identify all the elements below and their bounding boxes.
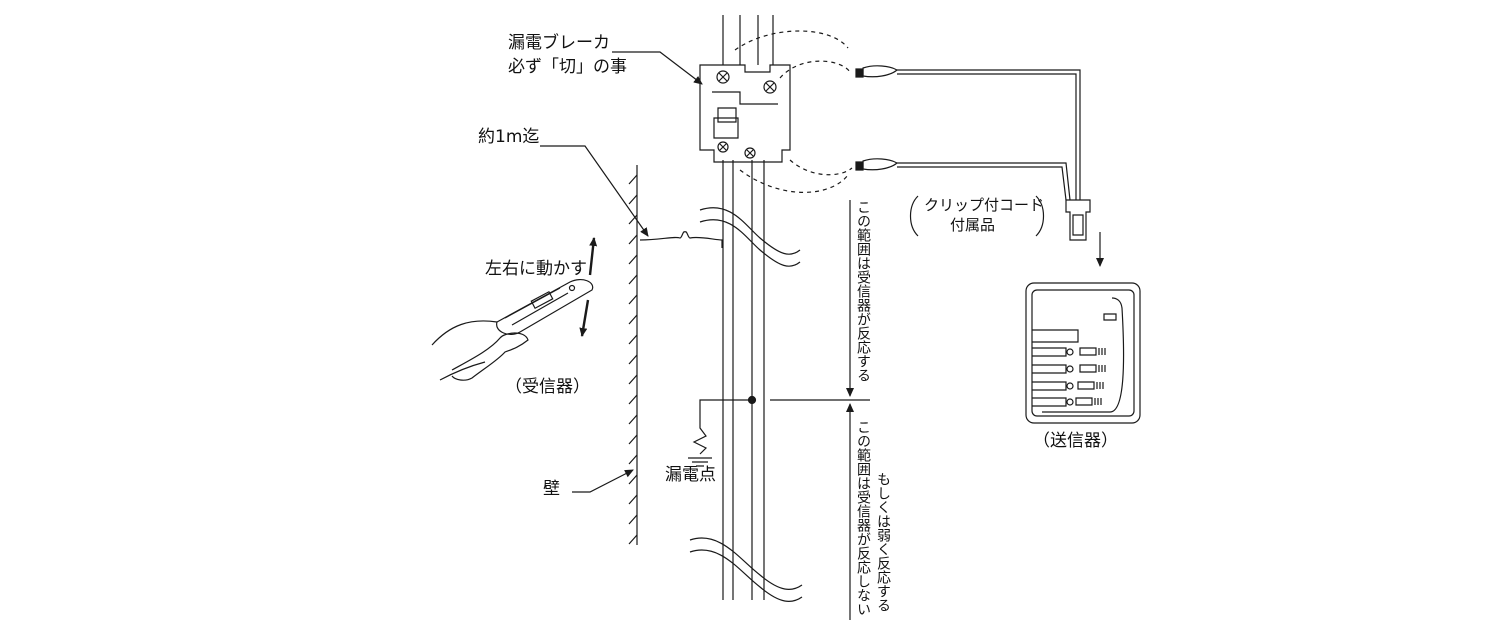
label-receiver: （受信器） bbox=[505, 377, 590, 397]
label-clip-cord-line1: クリップ付コード bbox=[924, 196, 1045, 214]
distance-brace bbox=[640, 232, 722, 248]
label-wall: 壁 bbox=[543, 479, 560, 499]
wall-cutout-upper bbox=[700, 208, 800, 267]
cord-bracket-right bbox=[1036, 196, 1044, 236]
receiver-device bbox=[497, 280, 593, 335]
breaker-box bbox=[700, 65, 790, 162]
label-clip-cord-line2: 付属品 bbox=[950, 216, 996, 234]
label-transmitter: （送信器） bbox=[1033, 431, 1118, 451]
wire-lower bbox=[723, 160, 764, 600]
clip-dashes bbox=[735, 31, 852, 192]
label-range-not-react: この範囲は受信器が反応しない bbox=[855, 420, 871, 616]
leader-breaker bbox=[612, 52, 703, 85]
hand bbox=[432, 321, 528, 380]
label-leak-point: 漏電点 bbox=[665, 465, 716, 485]
transmitter-body bbox=[1026, 283, 1140, 423]
wall bbox=[629, 165, 637, 545]
move-arrows bbox=[579, 237, 598, 337]
label-range-reacts: この範囲は受信器が反応する bbox=[855, 200, 871, 382]
cord-bracket-left bbox=[911, 196, 919, 236]
label-move: 左右に動かす bbox=[485, 259, 587, 279]
label-range-weak: もしくは弱く反応する bbox=[875, 472, 891, 612]
leader-wall bbox=[572, 470, 634, 492]
clip-cord bbox=[856, 66, 1104, 267]
leader-distance bbox=[540, 146, 649, 237]
leak-point-leader bbox=[694, 400, 752, 454]
ground-symbol bbox=[688, 458, 712, 466]
wall-cutout-lower bbox=[690, 538, 802, 601]
wire-upper bbox=[723, 15, 773, 65]
label-breaker-line2: 必ず「切」の事 bbox=[508, 57, 627, 77]
label-breaker-line1: 漏電ブレーカ bbox=[508, 33, 610, 53]
label-distance: 約1m迄 bbox=[478, 127, 540, 147]
